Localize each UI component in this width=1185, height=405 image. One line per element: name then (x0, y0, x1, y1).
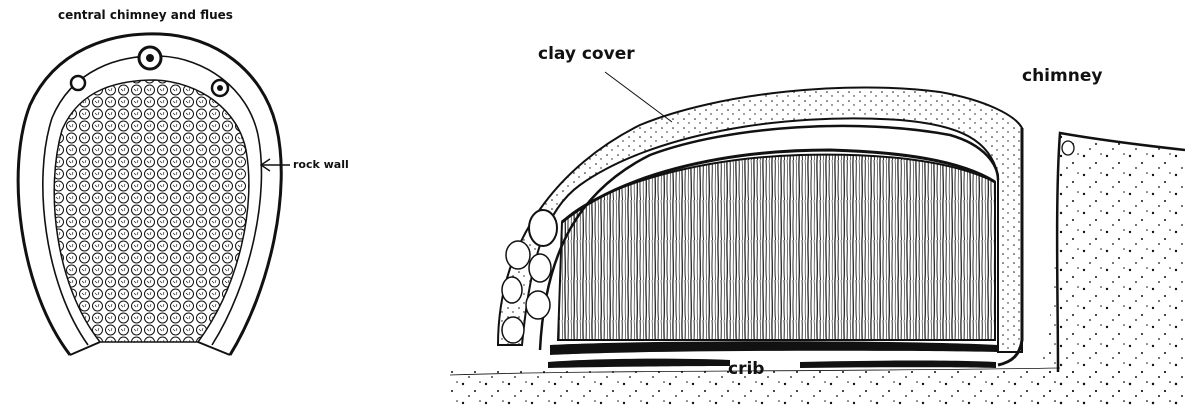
plan-opening (70, 342, 230, 355)
clay-cover-label: clay cover (538, 44, 635, 64)
section-view (450, 72, 1185, 405)
crib (548, 341, 998, 368)
wood-stack-plan (54, 80, 249, 342)
hillside (1040, 135, 1185, 405)
rock-wall-arrow (261, 159, 290, 171)
wood-stack-section (558, 155, 995, 340)
rock-wall-label: rock wall (293, 158, 349, 171)
clay-cover-pointer (605, 72, 672, 122)
chimney-label: chimney (1022, 66, 1102, 86)
plan-view (18, 34, 290, 355)
crib-label: crib (728, 359, 764, 379)
chimney-flues-label: central chimney and flues (58, 8, 233, 22)
